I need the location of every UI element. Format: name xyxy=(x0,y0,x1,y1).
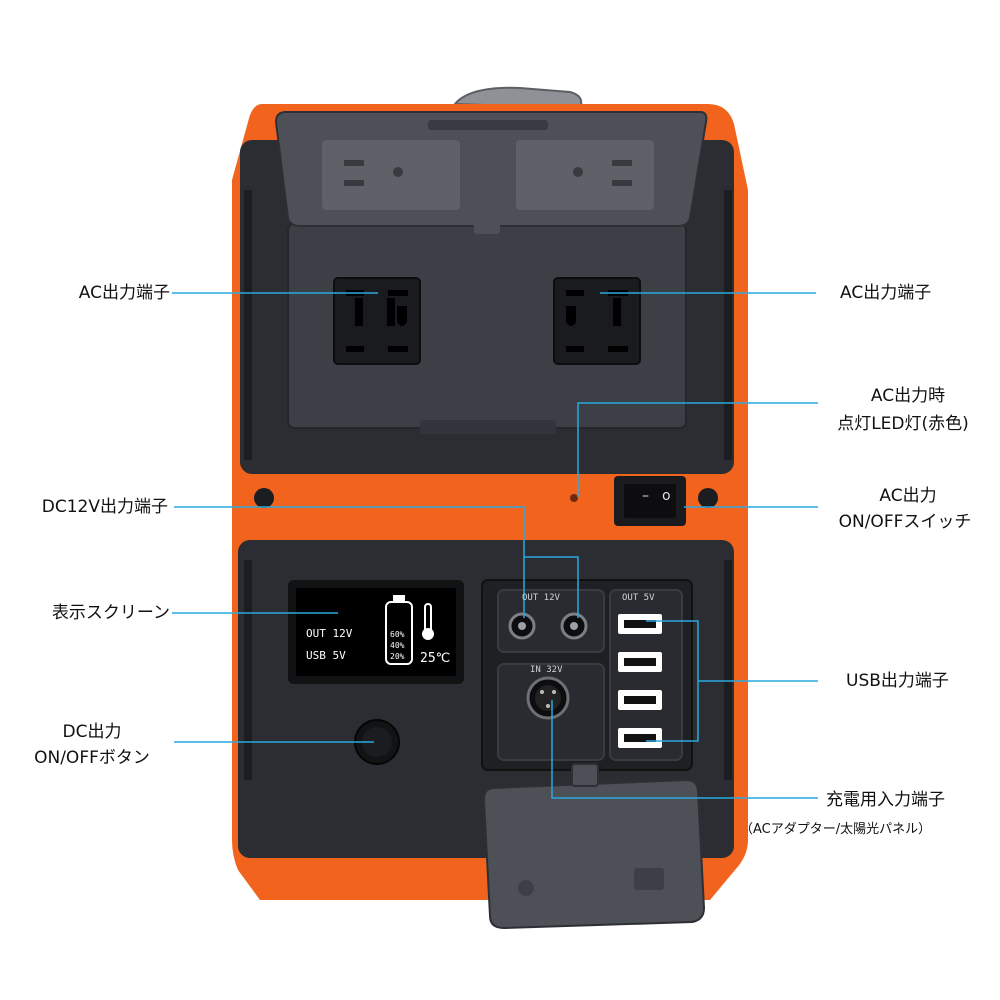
ac-power-switch[interactable] xyxy=(614,476,686,526)
dc12v-port[interactable] xyxy=(560,612,588,640)
callout-display: 表示スクリーン xyxy=(51,603,170,623)
screw xyxy=(698,488,718,508)
callout-usb: USB出力端子 xyxy=(846,671,949,691)
vent-left-upper xyxy=(244,190,252,460)
thermometer-icon xyxy=(422,603,434,640)
callout-charge-input-note: （ACアダプター/太陽光パネル） xyxy=(740,822,932,837)
battery-level-60: 60% xyxy=(390,630,405,639)
callout-dc-button-line2: ON/OFFボタン xyxy=(34,748,150,768)
callout-charge-input: 充電用入力端子 xyxy=(826,790,945,810)
ac-led-indicator xyxy=(570,494,578,502)
in32v-label: IN 32V xyxy=(530,665,563,675)
vent-right-upper xyxy=(724,190,732,460)
callout-ac-led-line1: AC出力時 xyxy=(870,386,946,406)
usb-port[interactable] xyxy=(618,614,662,634)
battery-level-20: 20% xyxy=(390,652,405,661)
out5v-label: OUT 5V xyxy=(622,593,655,603)
callout-ac-switch-line2: ON/OFFスイッチ xyxy=(838,512,972,532)
screen-row2: USB 5V xyxy=(306,649,346,662)
callout-dc12v: DC12V出力端子 xyxy=(41,497,168,517)
dc12v-port[interactable] xyxy=(508,612,536,640)
callout-dc-button-line1: DC出力 xyxy=(62,722,122,742)
out12v-label: OUT 12V xyxy=(522,593,560,603)
callout-ac-outlet-left: AC出力端子 xyxy=(78,283,170,303)
dc-power-button[interactable] xyxy=(354,719,400,765)
switch-off-label: – xyxy=(642,488,649,504)
temperature-readout: 25℃ xyxy=(420,651,451,666)
callout-ac-led-line2: 点灯LED灯(赤色) xyxy=(837,414,969,434)
usb-port[interactable] xyxy=(618,690,662,710)
ac-outlet-right xyxy=(553,277,641,365)
input-port-lid xyxy=(482,778,706,930)
usb-port[interactable] xyxy=(618,652,662,672)
battery-level-40: 40% xyxy=(390,641,405,650)
switch-on-label: o xyxy=(662,488,671,504)
usb-port[interactable] xyxy=(618,728,662,748)
callout-lines xyxy=(172,292,818,799)
carry-handle xyxy=(452,86,583,110)
vent-right-lower xyxy=(724,560,732,780)
screen-row1: OUT 12V xyxy=(306,627,353,640)
ac-outlet-left xyxy=(333,277,421,365)
callout-ac-outlet-right: AC出力端子 xyxy=(840,283,932,303)
battery-icon xyxy=(385,595,413,665)
screw xyxy=(254,488,274,508)
charge-input-port[interactable] xyxy=(526,676,570,720)
callout-ac-switch-line1: AC出力 xyxy=(879,486,937,506)
vent-left-lower xyxy=(244,560,252,780)
